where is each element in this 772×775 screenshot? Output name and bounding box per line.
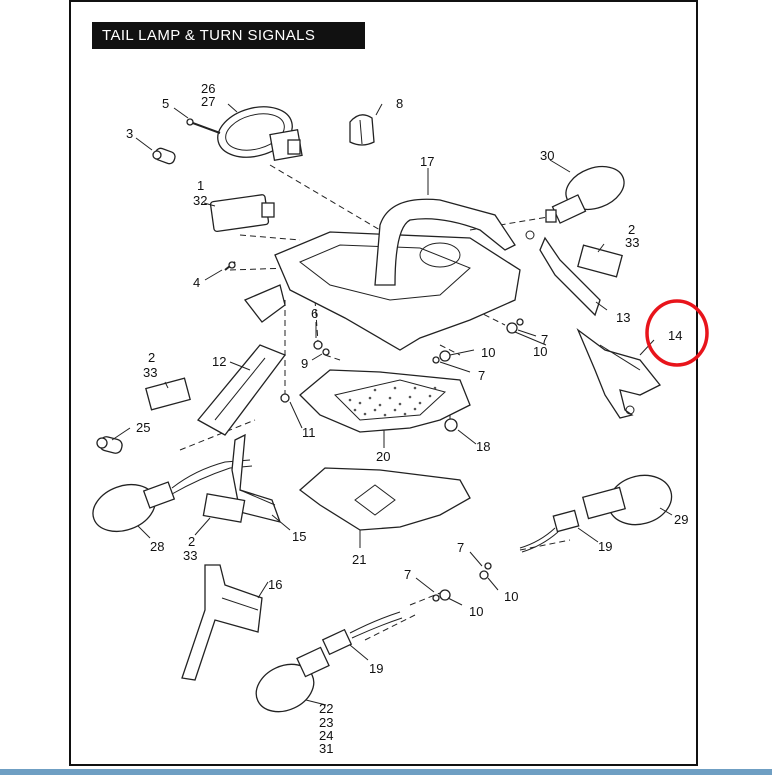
callout-23: 23	[319, 715, 333, 730]
callout-6: 6	[311, 306, 318, 321]
nut-9	[322, 348, 330, 356]
callout-13: 13	[616, 310, 630, 325]
bracket-13	[525, 230, 601, 317]
callout-24: 24	[319, 728, 333, 743]
plate-21	[298, 467, 471, 531]
bulb-25	[96, 436, 123, 454]
callout-15: 15	[292, 529, 306, 544]
turn-signal-29	[519, 474, 673, 553]
callout-26: 26	[201, 81, 215, 96]
callout-4: 4	[193, 275, 200, 290]
callout-7-b: 7	[478, 368, 485, 383]
hardware-7-10	[432, 318, 524, 602]
callout-7-c: 7	[457, 540, 464, 555]
bracket-12	[197, 344, 287, 436]
callout-14: 14	[668, 328, 682, 343]
turn-signal-28	[92, 459, 253, 533]
reflector-right	[577, 244, 623, 278]
callout-33-lower: 33	[183, 548, 197, 563]
screw-5	[186, 118, 221, 134]
turn-signal-30	[545, 165, 625, 224]
callout-10-c: 10	[504, 589, 518, 604]
reflector-left	[145, 377, 191, 411]
callout-21: 21	[352, 552, 366, 567]
turn-signal-22	[255, 611, 403, 713]
housing-1	[209, 194, 275, 233]
bulb-3	[152, 147, 176, 165]
callout-30: 30	[540, 148, 554, 163]
callout-19-a: 19	[598, 539, 612, 554]
window-bottom-strip	[0, 769, 772, 775]
fender-support-17	[243, 198, 521, 351]
callout-1: 1	[197, 178, 204, 193]
callout-32: 32	[193, 193, 207, 208]
callout-17: 17	[420, 154, 434, 169]
leader-lines	[111, 103, 673, 706]
nut-6	[313, 340, 323, 350]
reflector-lower	[202, 493, 246, 523]
diagram-title: TAIL LAMP & TURN SIGNALS	[92, 22, 365, 49]
callout-22: 22	[319, 701, 333, 716]
callout-29: 29	[674, 512, 688, 527]
callout-10-b: 10	[481, 345, 495, 360]
callout-16: 16	[268, 577, 282, 592]
callout-33-right: 33	[625, 235, 639, 250]
callout-11: 11	[302, 425, 316, 440]
bracket-14	[576, 328, 662, 419]
callout-labels: 26 27 5 3 8 1 32 17 30 2 33 4 13 6 14 7 …	[126, 81, 688, 756]
callout-18: 18	[476, 439, 490, 454]
screw-11	[280, 393, 290, 403]
tail-lamp-lens	[217, 106, 303, 161]
callout-3: 3	[126, 126, 133, 141]
callout-31: 31	[319, 741, 333, 756]
highlight-circle	[645, 299, 709, 367]
callout-10-d: 10	[469, 604, 483, 619]
callout-2-right: 2	[628, 222, 635, 237]
callout-8: 8	[396, 96, 403, 111]
callout-5: 5	[162, 96, 169, 111]
cap-8	[349, 114, 375, 146]
grille-plate-20	[299, 369, 471, 433]
callout-7-d: 7	[404, 567, 411, 582]
bracket-16	[181, 564, 263, 681]
nut-18	[444, 418, 458, 432]
callout-20: 20	[376, 449, 390, 464]
callout-12: 12	[212, 354, 226, 369]
callout-28: 28	[150, 539, 164, 554]
callout-2-left: 2	[148, 350, 155, 365]
callout-9: 9	[301, 356, 308, 371]
callout-25: 25	[136, 420, 150, 435]
callout-27: 27	[201, 94, 215, 109]
callout-19-b: 19	[369, 661, 383, 676]
callout-33-left: 33	[143, 365, 157, 380]
bolt-4	[224, 261, 236, 271]
callout-7-a: 7	[541, 332, 548, 347]
callout-2-lower: 2	[188, 534, 195, 549]
callout-10-a: 10	[533, 344, 547, 359]
